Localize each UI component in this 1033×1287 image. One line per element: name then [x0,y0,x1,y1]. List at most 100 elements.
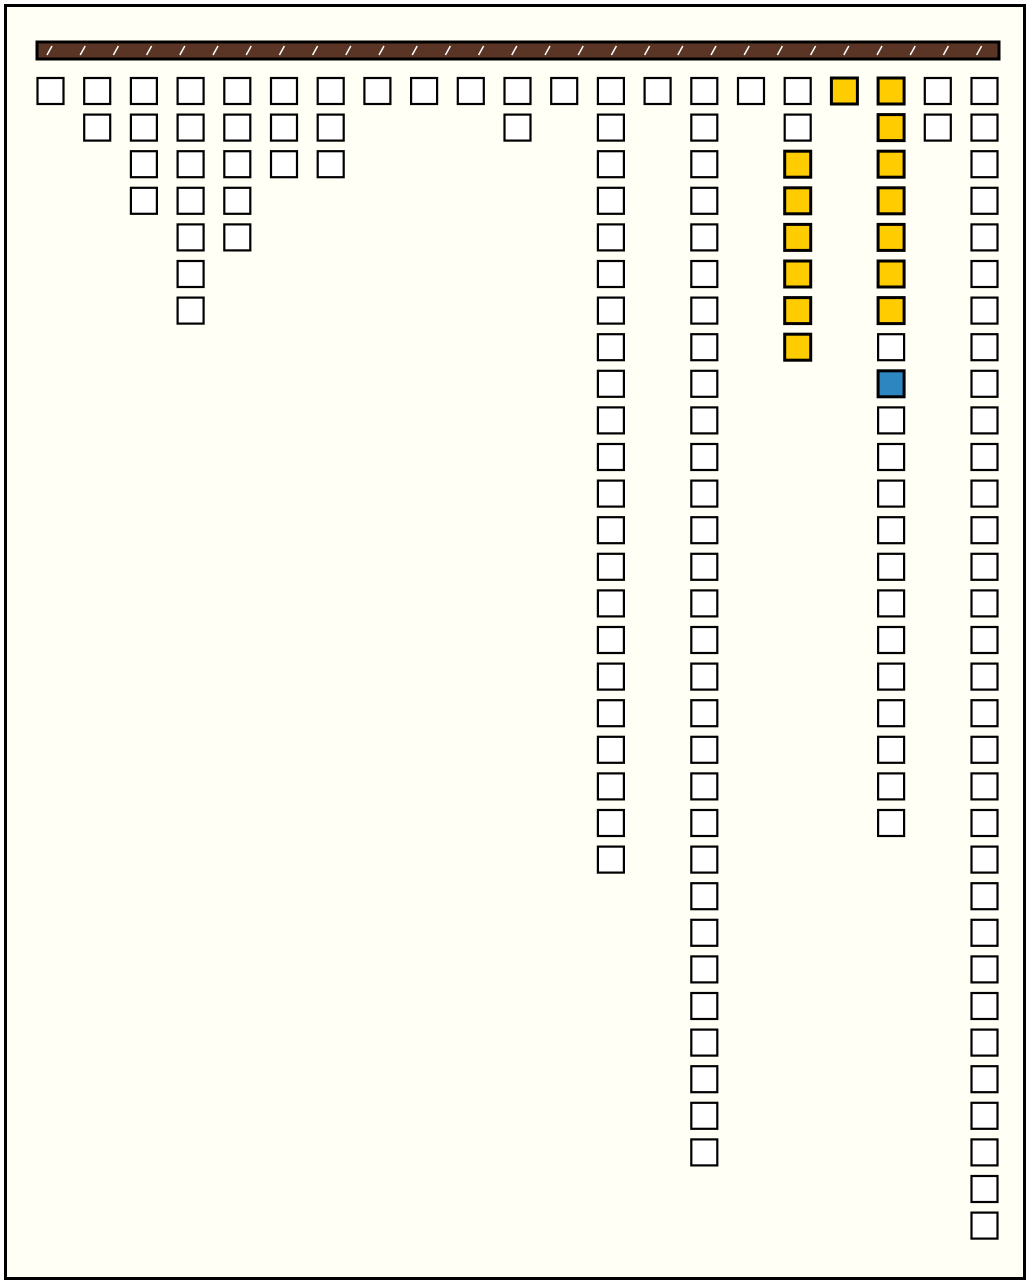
cell-empty[interactable] [316,76,345,106]
cell-empty[interactable] [970,808,999,838]
cell-yellow[interactable] [783,222,813,252]
cell-yellow[interactable] [829,76,859,106]
cell-empty[interactable] [970,955,999,984]
cell-empty[interactable] [970,150,999,179]
cell-empty[interactable] [876,442,906,472]
cell-empty[interactable] [970,735,999,764]
cell-yellow[interactable] [783,186,813,216]
cell-empty[interactable] [970,113,999,142]
cell-empty[interactable] [876,772,906,801]
cell-empty[interactable] [410,76,439,106]
cell-empty[interactable] [876,589,906,618]
cell-empty[interactable] [690,662,719,691]
cell-empty[interactable] [876,699,906,728]
cell-yellow[interactable] [783,296,813,326]
cell-empty[interactable] [690,150,719,179]
cell-empty[interactable] [596,296,626,325]
cell-empty[interactable] [596,772,626,801]
cell-empty[interactable] [690,76,719,106]
cell-empty[interactable] [690,1065,719,1094]
cell-empty[interactable] [970,625,999,655]
cell-empty[interactable] [923,113,952,142]
cell-empty[interactable] [596,845,626,874]
cell-empty[interactable] [970,1138,999,1167]
cell-empty[interactable] [503,76,532,106]
cell-empty[interactable] [176,296,205,325]
cell-empty[interactable] [970,479,999,508]
cell-empty[interactable] [970,333,999,362]
cell-empty[interactable] [783,113,812,142]
cell-empty[interactable] [269,76,299,106]
cell-empty[interactable] [876,479,906,508]
cell-empty[interactable] [690,223,719,252]
cell-empty[interactable] [970,589,999,618]
cell-empty[interactable] [970,1101,999,1130]
cell-empty[interactable] [690,699,719,728]
cell-empty[interactable] [129,113,158,142]
cell-empty[interactable] [876,808,906,838]
cell-empty[interactable] [269,150,299,179]
cell-empty[interactable] [970,296,999,325]
cell-empty[interactable] [876,662,906,691]
cell-empty[interactable] [596,223,626,252]
cell-empty[interactable] [596,76,626,106]
cell-empty[interactable] [876,333,906,362]
cell-empty[interactable] [970,991,999,1021]
cell-empty[interactable] [970,1174,999,1204]
cell-empty[interactable] [596,113,626,142]
cell-empty[interactable] [596,699,626,728]
cell-yellow[interactable] [783,259,813,289]
cell-yellow[interactable] [876,186,906,216]
cell-empty[interactable] [690,845,719,874]
cell-empty[interactable] [970,369,999,398]
cell-empty[interactable] [970,259,999,289]
cell-empty[interactable] [690,589,719,618]
cell-empty[interactable] [596,150,626,179]
cell-empty[interactable] [970,845,999,874]
cell-empty[interactable] [690,406,719,435]
cell-empty[interactable] [596,186,626,215]
cell-empty[interactable] [876,735,906,764]
cell-empty[interactable] [690,259,719,289]
cell-empty[interactable] [596,808,626,838]
cell-empty[interactable] [269,113,299,142]
cell-empty[interactable] [690,333,719,362]
cell-empty[interactable] [83,113,112,142]
cell-empty[interactable] [129,150,158,179]
cell-empty[interactable] [456,76,485,106]
cell-empty[interactable] [596,735,626,764]
cell-empty[interactable] [690,918,719,947]
cell-empty[interactable] [176,76,205,106]
cell-empty[interactable] [736,76,766,106]
cell-empty[interactable] [690,113,719,142]
cell-empty[interactable] [690,369,719,398]
cell-empty[interactable] [223,76,252,106]
cell-empty[interactable] [970,918,999,947]
cell-empty[interactable] [970,552,999,581]
cell-empty[interactable] [176,259,205,289]
cell-empty[interactable] [690,296,719,325]
cell-empty[interactable] [316,113,345,142]
cell-empty[interactable] [223,186,252,215]
cell-empty[interactable] [690,735,719,764]
cell-yellow[interactable] [876,259,906,289]
cell-empty[interactable] [690,552,719,581]
cell-empty[interactable] [970,699,999,728]
cell-empty[interactable] [970,442,999,472]
cell-empty[interactable] [690,1101,719,1130]
cell-empty[interactable] [876,552,906,581]
cell-empty[interactable] [876,516,906,545]
cell-empty[interactable] [690,1028,719,1057]
cell-empty[interactable] [970,662,999,691]
cell-empty[interactable] [550,76,579,106]
cell-empty[interactable] [690,772,719,801]
cell-empty[interactable] [876,625,906,655]
cell-empty[interactable] [596,406,626,435]
cell-empty[interactable] [596,625,626,655]
cell-empty[interactable] [176,150,205,179]
cell-yellow[interactable] [783,149,813,179]
cell-empty[interactable] [176,113,205,142]
cell-yellow[interactable] [783,332,813,362]
cell-empty[interactable] [223,150,252,179]
cell-empty[interactable] [316,150,345,179]
